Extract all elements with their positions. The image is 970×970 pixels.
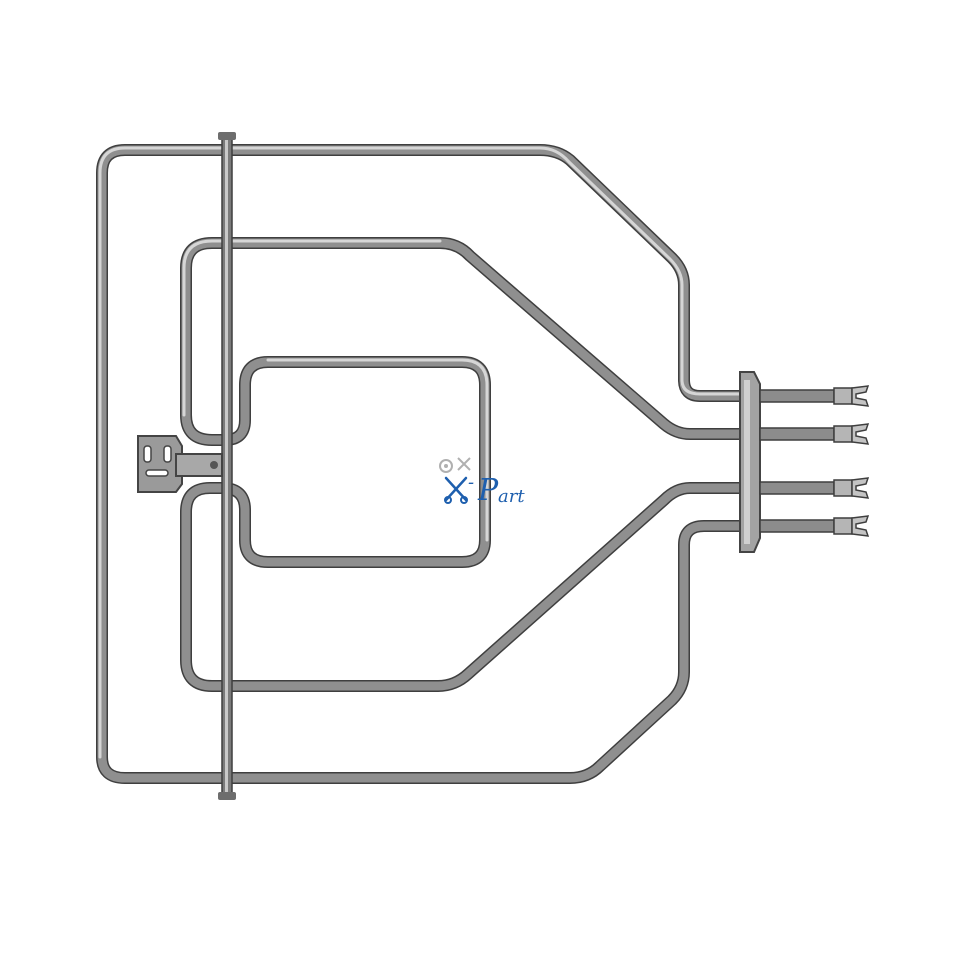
terminal-1: [759, 385, 870, 407]
logo-letter-p: P: [477, 473, 499, 508]
x-part-logo: X - P art: [439, 457, 525, 508]
terminal-2: [759, 423, 870, 445]
mounting-bracket: [137, 435, 223, 493]
terminal-block: [739, 371, 761, 553]
terminal-3: [759, 477, 870, 499]
logo-word-art: art: [498, 486, 525, 507]
outer-tube-loop: [96, 144, 761, 784]
terminal-connectors: [759, 385, 870, 537]
tools-icon: [457, 457, 471, 471]
gear-icon: [439, 459, 453, 473]
terminal-4: [759, 515, 870, 537]
logo-dash: -: [468, 472, 474, 493]
middle-tube-loop: [180, 237, 761, 692]
support-bar: [218, 132, 236, 800]
